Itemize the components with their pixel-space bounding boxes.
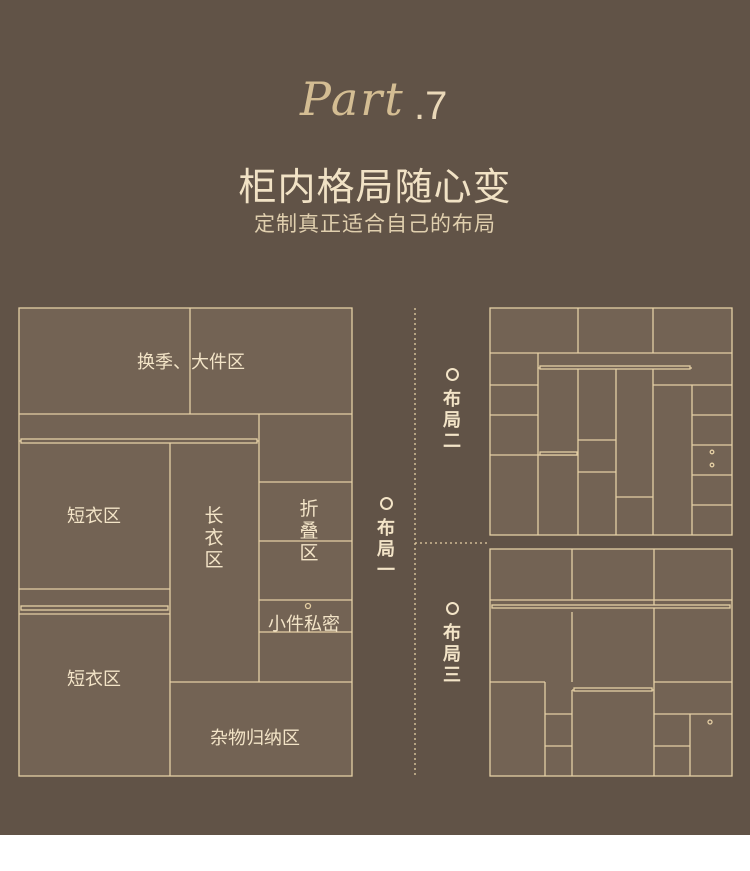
wardrobe-diagrams (18, 307, 733, 777)
part-script-text: Part (300, 72, 405, 126)
layout-three-tag: 布局三 (441, 602, 463, 686)
circle-marker-icon (445, 602, 459, 615)
zone-long-label: 长衣区 (204, 505, 224, 571)
bottom-margin (0, 835, 750, 871)
layout-one-diagram (18, 307, 353, 777)
zone-storage-label: 杂物归纳区 (210, 728, 300, 749)
zone-short-top-label: 短衣区 (67, 506, 121, 527)
layout-one-tag-text: 布局一 (377, 518, 395, 581)
circle-marker-icon (445, 368, 459, 381)
zone-short-bottom-label: 短衣区 (67, 669, 121, 690)
zone-small-private-label: 小件私密 (268, 614, 340, 635)
zone-fold-label: 折叠区 (299, 498, 319, 564)
circle-marker-icon (379, 497, 393, 510)
layout-two-tag-text: 布局二 (443, 389, 461, 452)
page-title: 柜内格局随心变 (238, 165, 512, 209)
part-title: Part .7 (300, 72, 500, 132)
layout-three-diagram (489, 548, 733, 777)
part-number: .7 (414, 84, 448, 128)
layout-two-tag: 布局二 (441, 368, 463, 452)
background-panel: Part .7 柜内格局随心变 定制真正适合自己的布局 (0, 0, 750, 835)
layout-one-tag: 布局一 (375, 497, 397, 581)
page-subtitle: 定制真正适合自己的布局 (254, 212, 496, 236)
layout-three-tag-text: 布局三 (443, 623, 461, 686)
layout-two-diagram (489, 307, 733, 536)
zone-seasonal-label: 换季、大件区 (137, 352, 245, 373)
